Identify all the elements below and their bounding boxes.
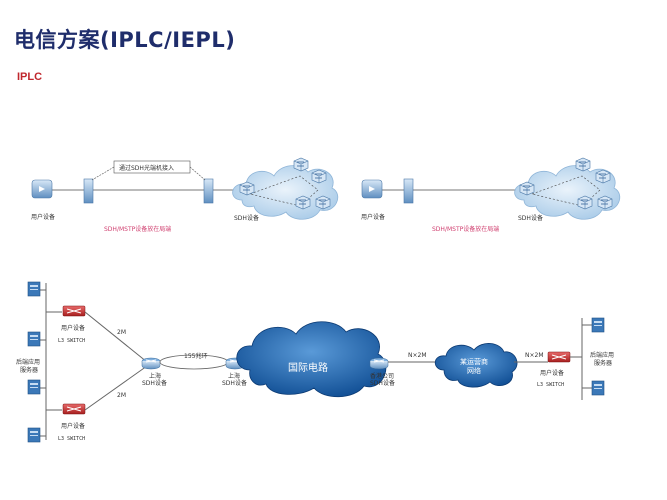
left-server-label-line: 后端应用 (16, 358, 40, 366)
international-cloud-label: 国际电路 (288, 361, 328, 374)
left-switch-top-label: L3 SWITCH (58, 338, 85, 344)
right-server-label-line: 后端应用 (590, 351, 614, 359)
sdh-terminal-icon (203, 178, 214, 204)
shanghai-sdh-2-label: 上海 SDH设备 (222, 372, 247, 387)
router-icon (141, 357, 161, 370)
user-device-label: 用户设备 (361, 213, 385, 221)
cloud-icon (232, 165, 339, 220)
shanghai-sdh-2-label-line: SDH设备 (222, 379, 247, 387)
left-server-label-line: 服务器 (20, 366, 38, 374)
sdh-terminal-icon (83, 178, 94, 204)
left-switch-bottom-label: L3 SWITCH (58, 436, 85, 442)
sdh-device-icon (595, 169, 611, 184)
shanghai-sdh-1-label-line: SDH设备 (142, 379, 167, 387)
callout-label: 通过SDH光端机接入 (119, 164, 174, 172)
left-user-device-top-label: 用户设备 (61, 324, 85, 332)
top-left-diagram: 用户设备 通过SDH光端机接入 SDH设备 SDH/MSTP设备放在局端 (31, 157, 339, 233)
sdh-terminal-icon (403, 178, 414, 204)
sdh-device-icon (239, 181, 255, 196)
sdh-device-label: SDH设备 (518, 214, 543, 222)
sdh-device-icon (597, 195, 613, 210)
sdh-device-icon (293, 157, 309, 172)
user-device-icon (31, 179, 53, 199)
l3-switch-icon (62, 403, 86, 415)
server-icon (27, 281, 41, 297)
link-2m-bottom-label: 2M (117, 392, 126, 399)
right-switch-label: L3 SWITCH (537, 382, 564, 388)
caption-label: SDH/MSTP设备放在局端 (104, 225, 171, 233)
hk-company-label: 香港公司 SDH设备 (370, 372, 396, 387)
server-icon (27, 427, 41, 443)
l3-switch-icon (62, 305, 86, 317)
link-2m-top-label: 2M (117, 329, 126, 336)
shanghai-sdh-1-label: 上海 SDH设备 (142, 372, 167, 387)
sdh-device-icon (575, 157, 591, 172)
sdh-device-icon (315, 195, 331, 210)
right-server-label: 后端应用 服务器 (590, 351, 616, 367)
hk-company-label-line: SDH设备 (370, 379, 395, 387)
carrier-cloud-label: 某运营商 网络 (460, 357, 490, 375)
bottom-diagram: 后端应用 服务器 用户设备 L3 SWITCH 用户设备 L3 SWITCH 2… (16, 281, 616, 443)
page-title: 电信方案(IPLC/IEPL) (14, 28, 236, 52)
user-device-label: 用户设备 (31, 213, 55, 221)
sdh-device-icon (519, 181, 535, 196)
cloud-icon (434, 343, 518, 388)
left-user-device-bottom-label: 用户设备 (61, 422, 85, 430)
shanghai-sdh-2-label-line: 上海 (228, 372, 240, 380)
server-icon (591, 380, 605, 396)
cloud-icon (514, 165, 621, 220)
server-icon (27, 331, 41, 347)
l3-switch-icon (547, 351, 571, 363)
cloud-icon (236, 321, 387, 398)
right-server-label-line: 服务器 (594, 359, 612, 367)
server-icon (591, 317, 605, 333)
sdh-device-label: SDH设备 (234, 214, 259, 222)
carrier-cloud-label-line: 网络 (467, 366, 481, 375)
shanghai-sdh-1-label-line: 上海 (149, 372, 161, 380)
link-nx2m-left-label: N×2M (408, 352, 427, 359)
caption-label: SDH/MSTP设备放在局端 (432, 225, 499, 233)
left-server-label: 后端应用 服务器 (16, 358, 42, 374)
link-nx2m-right-label: N×2M (525, 352, 544, 359)
router-icon (369, 357, 389, 370)
sdh-device-icon (311, 169, 327, 184)
server-icon (27, 379, 41, 395)
user-device-icon (361, 179, 383, 199)
page-subtitle: IPLC (17, 71, 43, 83)
carrier-cloud-label-line: 某运营商 (460, 357, 488, 366)
sdh-device-icon (577, 195, 593, 210)
link-155-label: 155兆环 (184, 352, 207, 360)
sdh-device-icon (295, 195, 311, 210)
right-user-device-label: 用户设备 (540, 369, 564, 377)
hk-company-label-line: 香港公司 (370, 372, 394, 380)
top-right-diagram: 用户设备 SDH设备 SDH/MSTP设备放在局端 (361, 157, 621, 233)
